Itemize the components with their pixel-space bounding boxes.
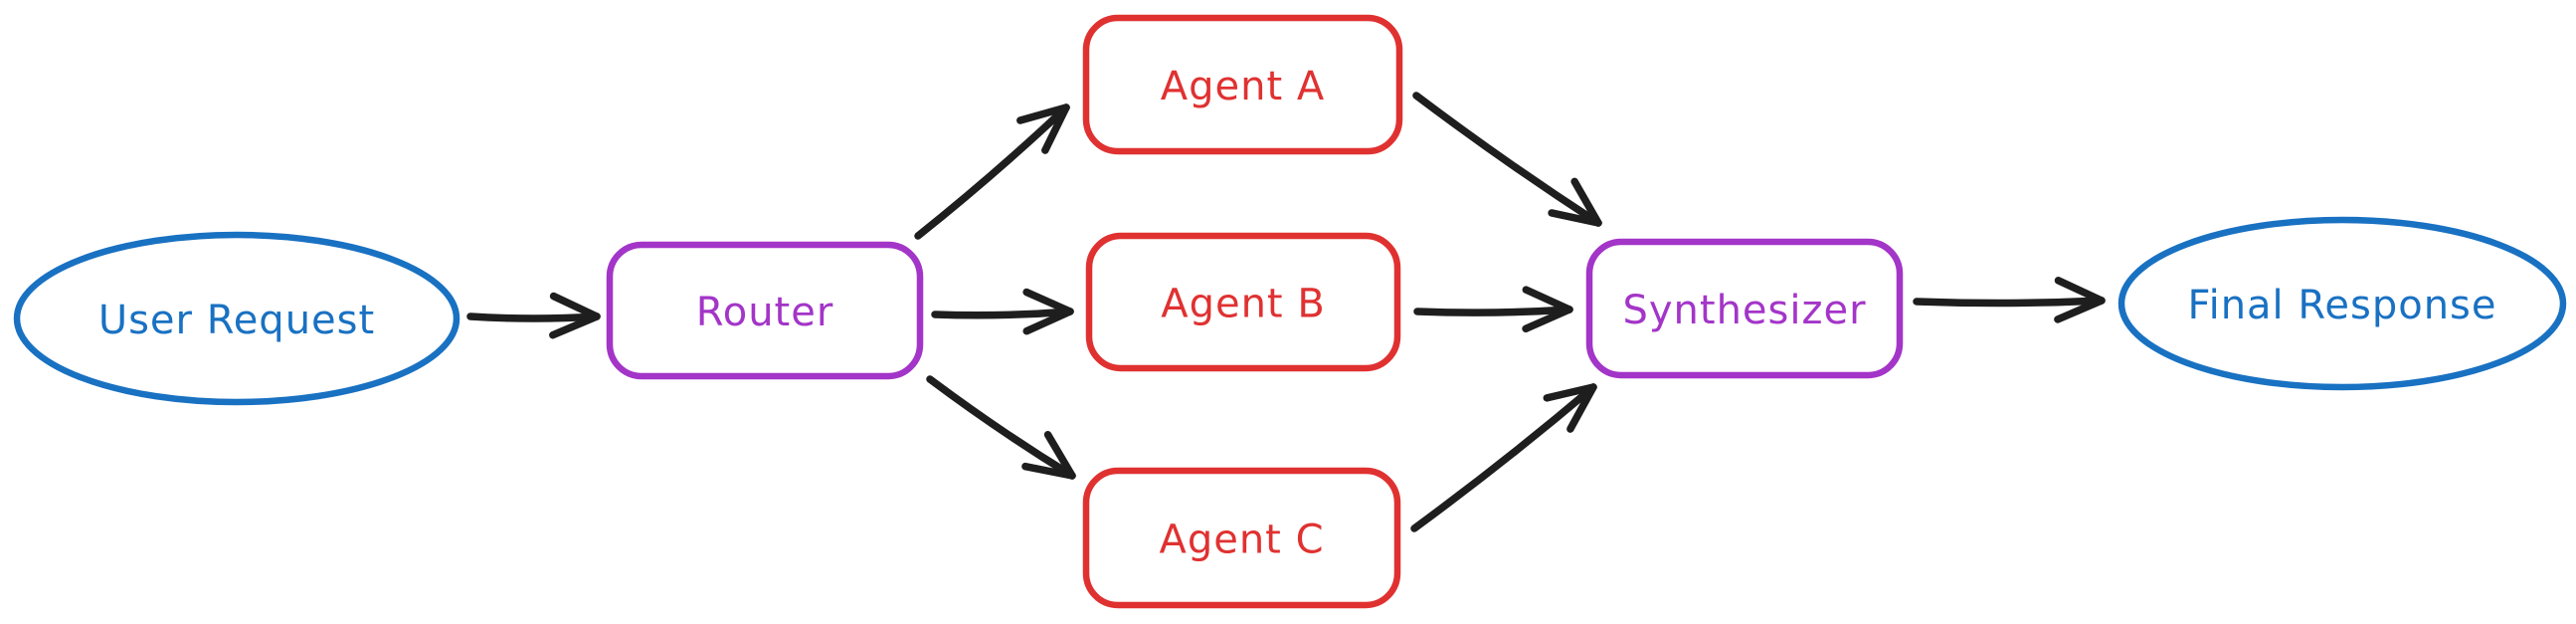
agent-c-label: Agent C	[1159, 518, 1324, 563]
arrowhead-icon	[2054, 277, 2106, 305]
arrow-agent-c-to-synthesizer	[1410, 383, 1597, 532]
arrowhead-icon	[1022, 288, 1074, 315]
arrowhead-icon	[1021, 462, 1076, 480]
arrow-shaft	[1413, 306, 1573, 316]
final-response-node: Final Response	[2117, 216, 2567, 391]
synthesizer-shape	[1585, 238, 1904, 379]
router-shape	[606, 241, 924, 380]
arrow-synthesizer-to-final-response	[1913, 277, 2106, 323]
arrowhead-icon	[1522, 286, 1573, 313]
arrow-user-request-to-router	[466, 292, 601, 339]
agent-b-label: Agent B	[1161, 282, 1326, 327]
arrowhead-icon	[549, 312, 601, 339]
arrowhead-icon	[1522, 306, 1573, 333]
arrow-shaft	[1913, 297, 2106, 308]
synthesizer-label: Synthesizer	[1622, 288, 1866, 333]
arrowhead-icon	[1041, 104, 1070, 154]
arrow-router-to-agent-c	[926, 375, 1076, 480]
arrowhead-icon	[1548, 209, 1602, 227]
arrow-shaft	[466, 312, 601, 322]
arrow-shaft	[1410, 383, 1597, 532]
arrowhead-icon	[1566, 383, 1597, 433]
arrow-shaft	[931, 308, 1074, 319]
router-node: Router	[606, 241, 924, 380]
agent-a-shape	[1082, 14, 1403, 155]
arrow-agent-b-to-synthesizer	[1413, 286, 1573, 333]
arrowhead-icon	[1022, 308, 1074, 335]
synthesizer-node: Synthesizer	[1585, 238, 1904, 379]
arrow-router-to-agent-a	[914, 104, 1070, 240]
arrow-shaft	[926, 375, 1076, 480]
user-request-label: User Request	[98, 298, 375, 343]
router-label: Router	[696, 290, 834, 335]
agent-c-shape	[1082, 467, 1401, 609]
agent-a-label: Agent A	[1161, 64, 1325, 109]
arrowhead-icon	[1570, 177, 1602, 227]
arrowhead-icon	[549, 292, 601, 320]
user-request-node: User Request	[13, 231, 460, 406]
final-response-shape	[2117, 216, 2567, 391]
arrowhead-icon	[1543, 383, 1597, 402]
user-request-shape	[13, 231, 460, 406]
arrow-agent-a-to-synthesizer	[1412, 92, 1602, 227]
agent-b-node: Agent B	[1085, 232, 1401, 372]
agent-b-shape	[1085, 232, 1401, 372]
agent-a-node: Agent A	[1082, 14, 1403, 155]
arrowhead-icon	[1043, 430, 1076, 480]
arrow-router-to-agent-b	[931, 288, 1074, 335]
final-response-label: Final Response	[2187, 283, 2496, 328]
arrow-shaft	[914, 104, 1070, 240]
agent-c-node: Agent C	[1082, 467, 1401, 609]
arrowhead-icon	[1016, 104, 1070, 124]
arrowhead-icon	[2054, 297, 2106, 323]
arrow-shaft	[1412, 92, 1602, 227]
